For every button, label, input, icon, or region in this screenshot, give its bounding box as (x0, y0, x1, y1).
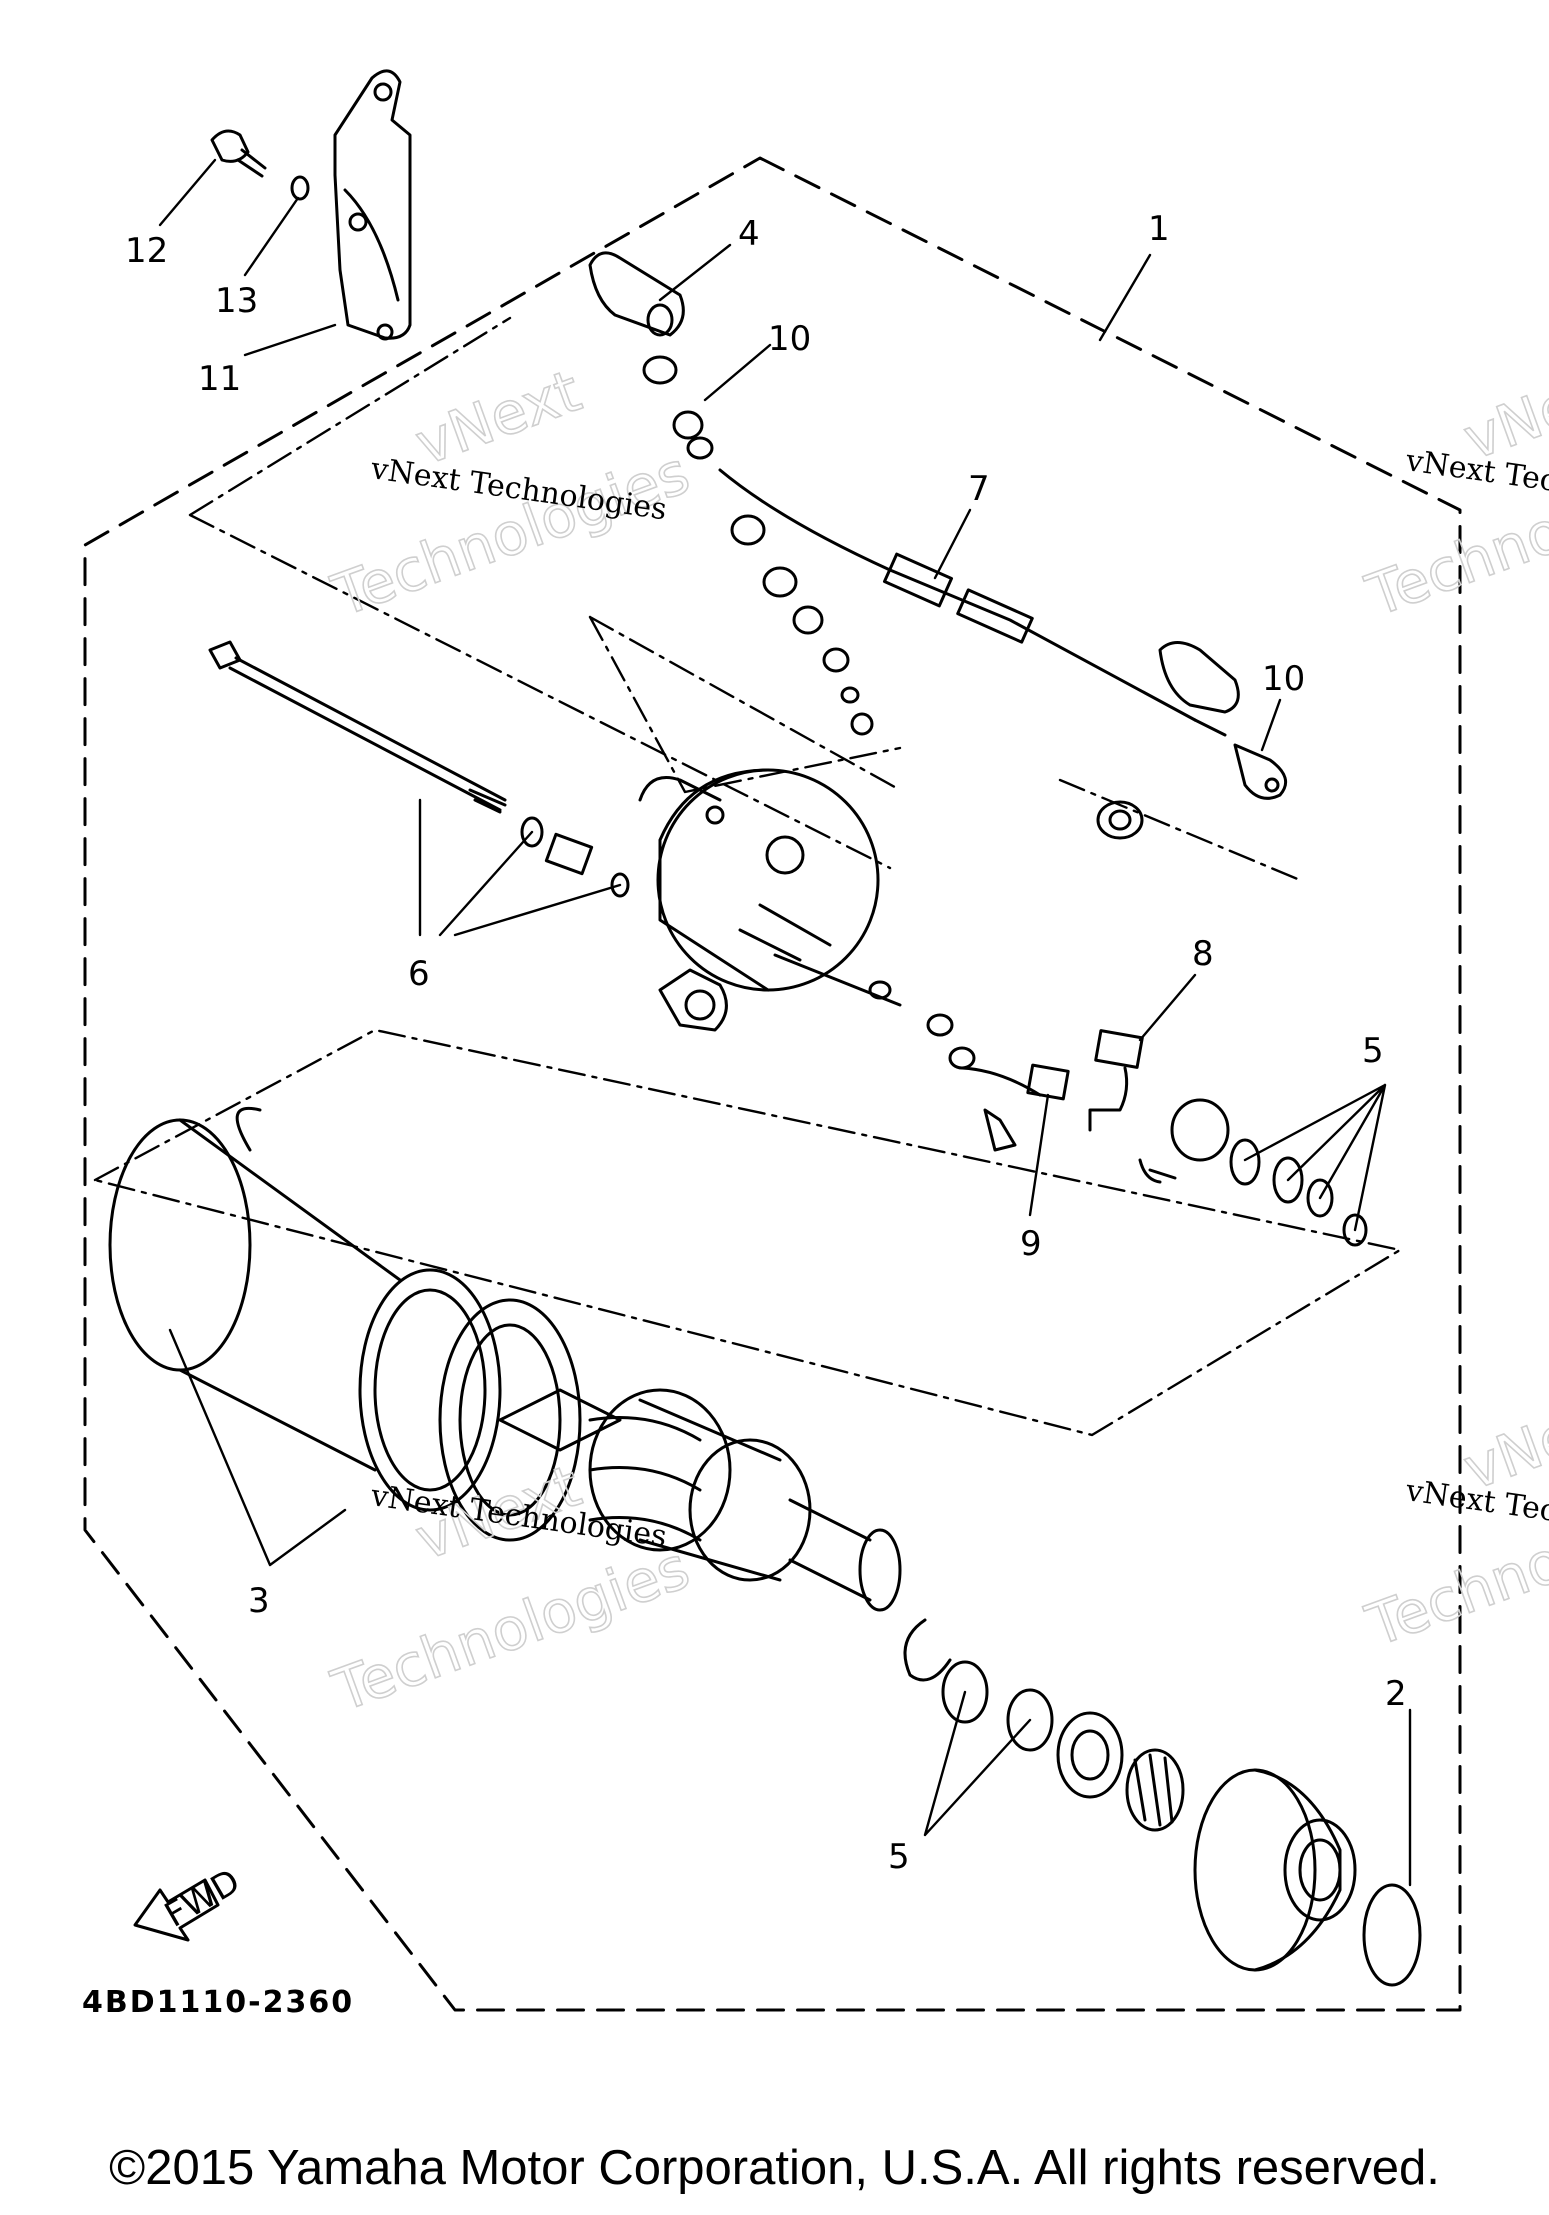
watermark-lower-right: vNext Technologies vNext Technologies (1357, 1380, 1549, 1660)
brush-9 (1026, 1063, 1070, 1101)
needle-roller (1125, 1748, 1185, 1832)
callout-4: 4 (738, 214, 760, 254)
front-cover (1193, 1768, 1357, 1972)
callout-2: 2 (1385, 1674, 1407, 1714)
armature (498, 1388, 902, 1612)
watermark-lower-left: vNext Technologies vNext Technologies (323, 1451, 699, 1726)
yoke-frame (93, 1028, 1402, 1437)
callout-8: 8 (1192, 934, 1214, 974)
watermark-upper-left: vNext Technologies vNext Technologies (323, 356, 699, 631)
callout-1: 1 (1148, 209, 1170, 249)
washer-13 (290, 175, 310, 201)
washer-6b (610, 872, 630, 898)
callout-3: 3 (248, 1581, 270, 1621)
reference-code: 4BD1110-2360 (82, 1985, 354, 2020)
callout-10-upper: 10 (768, 319, 811, 359)
watermark-upper-right: vNext Technologies vNext Technologies (1357, 350, 1549, 630)
callout-9: 9 (1020, 1224, 1042, 1264)
callout-6: 6 (408, 954, 430, 994)
terminal-10-lower (1233, 743, 1288, 800)
fwd-label: FWD (158, 1861, 247, 1935)
washer-5-6 (1006, 1688, 1054, 1752)
snap-ring (903, 1618, 952, 1682)
bearing (1056, 1711, 1124, 1799)
callout-11: 11 (198, 359, 241, 399)
brush-spring (1088, 1066, 1129, 1132)
assembly-boundary (83, 156, 1462, 2012)
washer-5-3 (1306, 1178, 1334, 1218)
washer-5-4 (1342, 1213, 1368, 1247)
watermark-big-4: Technologies (323, 1533, 697, 1725)
brush-right (1096, 800, 1144, 840)
brush-holder-left (658, 968, 728, 1032)
fwd-arrow (133, 1878, 220, 1942)
callout-10-lower: 10 (1262, 659, 1305, 699)
bracket-part (333, 69, 412, 341)
bracket-frame (188, 316, 892, 870)
yoke (108, 1107, 582, 1542)
rear-cover (638, 768, 902, 1007)
washer-5-1 (1229, 1138, 1261, 1186)
callout-5-lower: 5 (888, 1837, 910, 1877)
copyright-notice: ©2015 Yamaha Motor Corporation, U.S.A. A… (109, 2141, 1440, 2195)
plate-6 (544, 832, 594, 876)
o-ring (1362, 1883, 1422, 1987)
through-bolt (208, 640, 507, 814)
callout-12: 12 (125, 231, 168, 271)
brush-leads (868, 980, 1042, 1152)
nut-stack (642, 355, 874, 736)
bushing (1170, 1098, 1230, 1162)
terminal-boot (588, 251, 685, 337)
washer-6a (520, 816, 544, 848)
lead-wire (718, 468, 1227, 737)
washer-5-5 (941, 1660, 989, 1724)
callout-7: 7 (968, 469, 990, 509)
brush-8 (1094, 1029, 1144, 1069)
screw (1138, 1158, 1177, 1184)
rubber-cap (1158, 641, 1240, 714)
callout-13: 13 (215, 281, 258, 321)
washer-5-2 (1272, 1156, 1304, 1204)
callout-5-upper: 5 (1362, 1031, 1384, 1071)
leader-lines (158, 158, 1412, 1887)
rear-cover-frame (588, 615, 1302, 882)
bolt-12 (210, 129, 267, 178)
